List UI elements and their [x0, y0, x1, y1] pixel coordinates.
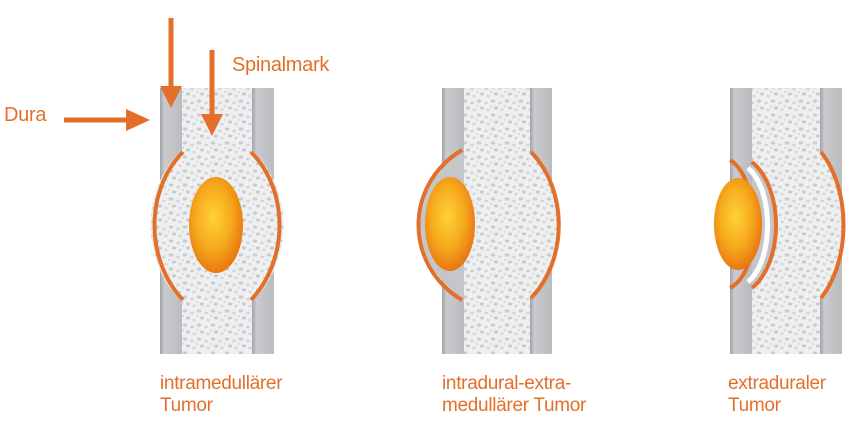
caption-line-2: medullärer Tumor [442, 395, 587, 416]
caption-line-2: Tumor [160, 395, 213, 416]
dura-outline-left [416, 148, 464, 302]
tumor [425, 177, 475, 271]
bulge-outline-left [152, 150, 185, 302]
spinalmark-label: Spinalmark [232, 54, 330, 76]
panel-extradural [714, 88, 846, 354]
dura-gap-line [746, 166, 770, 284]
dura-top-arrow-head [160, 86, 182, 108]
caption-intradural-extramedullary: intradural-extra- medullärer Tumor [442, 373, 586, 417]
caption-intramedullary: intramedullärer Tumor [160, 373, 283, 417]
caption-line-1: intradural-extra- [442, 373, 572, 394]
tumor [189, 177, 243, 273]
dura-outline-inner [750, 160, 778, 290]
tumor [714, 178, 762, 270]
dura-arrow-head [126, 109, 150, 131]
caption-extradural: extraduraler Tumor [728, 373, 826, 417]
panel-intramedullary [150, 88, 284, 354]
dura-label: Dura [4, 104, 47, 126]
bulge-outline-right [529, 150, 561, 300]
bulge-outline-right [249, 150, 282, 302]
bulge-outline-right [819, 150, 846, 300]
caption-line-2: Tumor [728, 395, 781, 416]
caption-line-1: extraduraler [728, 373, 826, 394]
arrows [64, 18, 223, 136]
caption-line-1: intramedullärer [160, 373, 283, 394]
spinal-cord [464, 88, 530, 354]
compressed-dura [752, 160, 775, 290]
spinalmark-arrow-head [201, 114, 223, 136]
panel-intradural-extramedullary [416, 88, 561, 354]
